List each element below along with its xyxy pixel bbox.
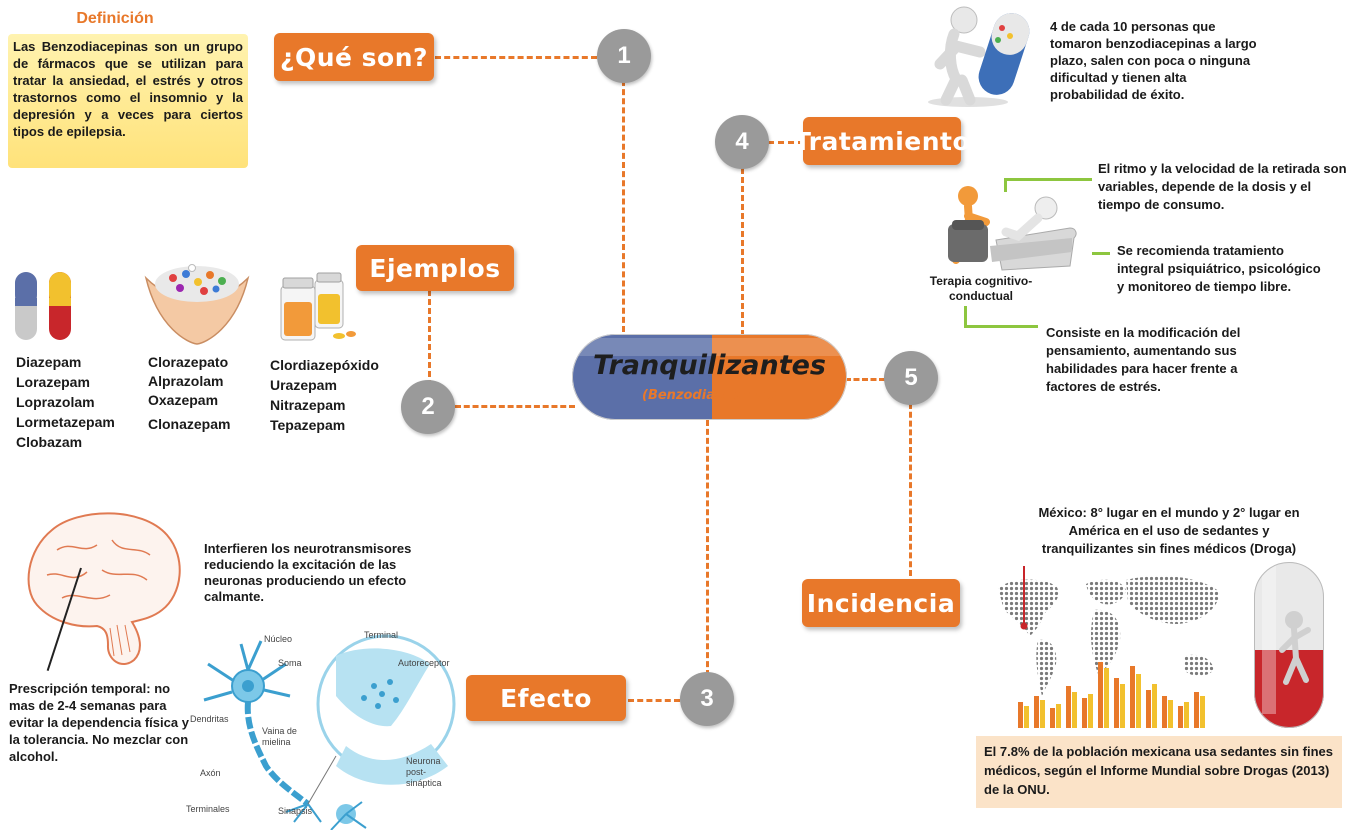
node-2-number: 2 <box>401 380 455 434</box>
neuron-label: Neurona post-sináptica <box>406 756 442 788</box>
connector <box>706 420 709 676</box>
prescripcion-text: Prescripción temporal: no mas de 2-4 sem… <box>9 681 189 764</box>
node-3-number: 3 <box>680 672 734 726</box>
ejemplo-item: Urazepam <box>270 377 337 393</box>
brain-icon <box>27 512 181 665</box>
green-line <box>1004 178 1092 181</box>
node-4-number: 4 <box>715 115 769 169</box>
hands-pills-icon <box>144 264 250 345</box>
connector <box>768 141 804 144</box>
neuron-label: Soma <box>278 658 302 668</box>
definicion-title: Definición <box>76 10 154 27</box>
tratamiento-ritmo: El ritmo y la velocidad de la retirada s… <box>1098 161 1347 212</box>
tratamiento-label: Tratamiento <box>794 117 970 165</box>
red-pill-icon <box>1254 562 1324 728</box>
ejemplo-item: Lorazepam <box>16 374 90 390</box>
pill-capsule-icon <box>15 272 71 340</box>
connector <box>622 80 625 332</box>
ejemplos-col1: Diazepam Lorazepam Loprazolam Lormetazep… <box>16 352 115 452</box>
incidencia-label: Incidencia <box>802 579 960 627</box>
incidencia-informe: El 7.8% de la población mexicana usa sed… <box>976 736 1342 808</box>
ejemplo-item: Clordiazepóxido <box>270 357 379 373</box>
connector <box>428 290 431 386</box>
center-subtitle: (Benzodiacepinas) <box>642 388 777 403</box>
neuron-label: Autoreceptor <box>398 658 450 668</box>
center-title: Tranquilizantes <box>593 350 826 381</box>
ejemplos-col2: Clorazepato Alprazolam Oxazepam Clonazep… <box>148 353 230 434</box>
figure-pill-icon <box>928 6 1030 107</box>
ejemplo-item: Tepazepam <box>270 417 346 433</box>
ejemplo-item: Alprazolam <box>148 373 224 389</box>
que-son-label: ¿Qué son? <box>274 33 434 81</box>
neuron-label: Dendritas <box>190 714 229 724</box>
tratamiento-consiste: Consiste en la modificación del pensamie… <box>1046 325 1241 394</box>
neuron-label: Terminal <box>364 630 399 640</box>
ejemplos-col3: Clordiazepóxido Urazepam Nitrazepam Tepa… <box>270 355 379 435</box>
neuron-icon <box>203 634 456 830</box>
node-5-number: 5 <box>884 351 938 405</box>
center-pill <box>572 334 847 420</box>
incidencia-mexico: México: 8° lugar en el mundo y 2° lugar … <box>1038 505 1300 556</box>
world-map-icon <box>998 566 1220 728</box>
connector <box>845 378 885 381</box>
ejemplo-item: Oxazepam <box>148 392 219 408</box>
terapia-label: Terapia cognitivo-conductual <box>929 274 1033 303</box>
tratamiento-recomienda: Se recomienda tratamiento integral psiqu… <box>1117 243 1321 294</box>
connector <box>741 168 744 336</box>
green-line <box>964 306 967 328</box>
definicion-text: Las Benzodiacepinas son un grupo de fárm… <box>8 34 248 168</box>
green-line <box>1092 252 1110 255</box>
connector <box>455 405 575 408</box>
node-1-number: 1 <box>597 29 651 83</box>
neuron-label: Núcleo <box>264 634 293 644</box>
therapy-couch-icon <box>948 186 1077 271</box>
pill-bottles-icon <box>280 272 356 341</box>
connector <box>909 403 912 576</box>
ejemplo-item: Lormetazepam <box>16 414 115 430</box>
neuron-label: Vaina de mielina <box>262 726 297 747</box>
ejemplo-item: Clorazepato <box>148 354 229 370</box>
connector <box>628 699 680 702</box>
connector <box>435 56 597 59</box>
ejemplo-item: Nitrazepam <box>270 397 346 413</box>
ejemplo-item: Clonazepam <box>148 416 231 432</box>
bar-series <box>1018 662 1205 728</box>
neuron-diagram: Núcleo Soma Dendritas Vaina de mielina A… <box>186 616 456 830</box>
ejemplo-item: Diazepam <box>16 354 82 370</box>
efecto-label: Efecto <box>466 675 626 721</box>
ejemplo-item: Loprazolam <box>16 394 95 410</box>
green-line <box>1004 178 1007 192</box>
ejemplo-item: Clobazam <box>16 434 83 450</box>
neuron-label: Sinapsis <box>278 806 313 816</box>
efecto-text: Interfieren los neurotransmisores reduci… <box>204 541 412 604</box>
tratamiento-exito: 4 de cada 10 personas que tomaron benzod… <box>1050 19 1257 102</box>
neuron-label: Axón <box>200 768 221 778</box>
green-line <box>964 325 1038 328</box>
neuron-label: Terminales <box>186 804 230 814</box>
ejemplos-label: Ejemplos <box>356 245 514 291</box>
